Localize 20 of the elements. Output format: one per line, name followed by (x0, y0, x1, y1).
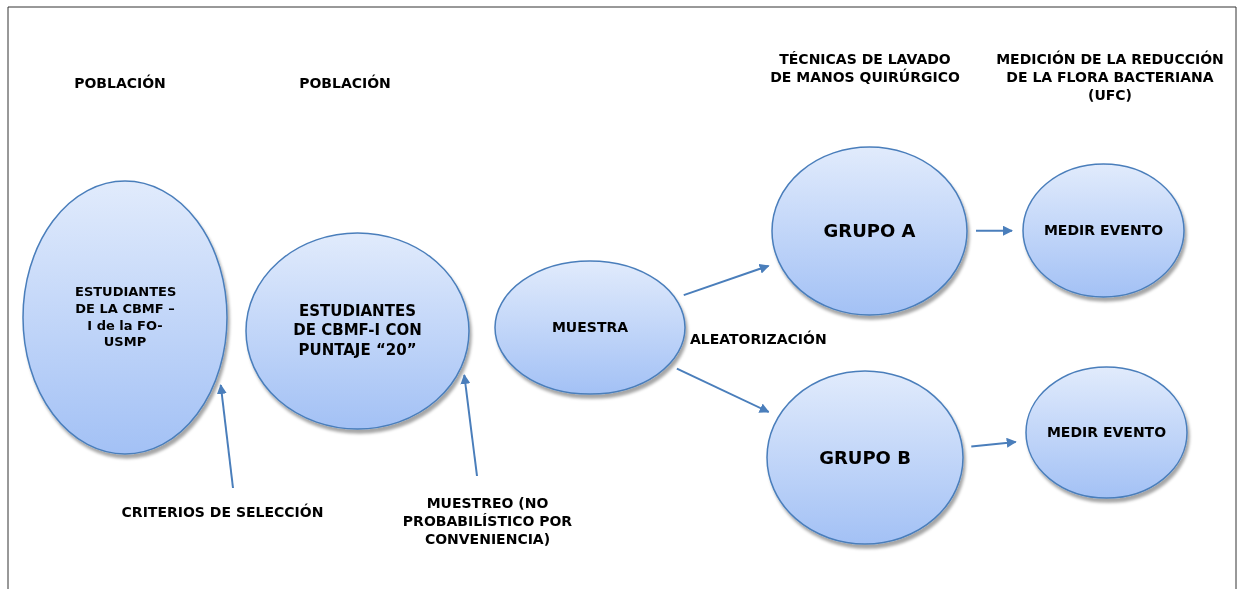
arrow (216, 384, 234, 489)
arrow (682, 264, 770, 297)
node-text: MUESTRA (551, 318, 629, 337)
arrow (675, 367, 770, 413)
node-text: ESTUDIANTES DE CBMF-I CON PUNTAJE “20” (292, 301, 423, 361)
node-text: GRUPO B (819, 445, 911, 470)
node-text: GRUPO A (823, 219, 916, 243)
arrow (975, 225, 1013, 236)
annotation-text: ALEATORIZACIÓN (690, 330, 828, 349)
arrow (970, 437, 1017, 448)
column-heading: MEDICIÓN DE LA REDUCCIÓN DE LA FLORA BACTERIANA (UFC) (995, 50, 1225, 105)
annotation-text: CRITERIOS DE SELECCIÓN (121, 502, 324, 522)
annotation-text: MUESTREO (NO PROBABILÍSTICO POR CONVENIENCIA) (401, 493, 574, 549)
node-text: MEDIR EVENTO (1046, 423, 1167, 442)
arrow (460, 374, 478, 477)
column-heading: POBLACIÓN (73, 74, 167, 93)
column-heading: TÉCNICAS DE LAVADO DE MANOS QUIRÚRGICO (770, 50, 960, 87)
column-heading: POBLACIÓN (298, 74, 392, 93)
node-text: ESTUDIANTES DE LA CBMF – I de la FO-USMP (75, 283, 175, 352)
node-text: MEDIR EVENTO (1043, 221, 1164, 240)
